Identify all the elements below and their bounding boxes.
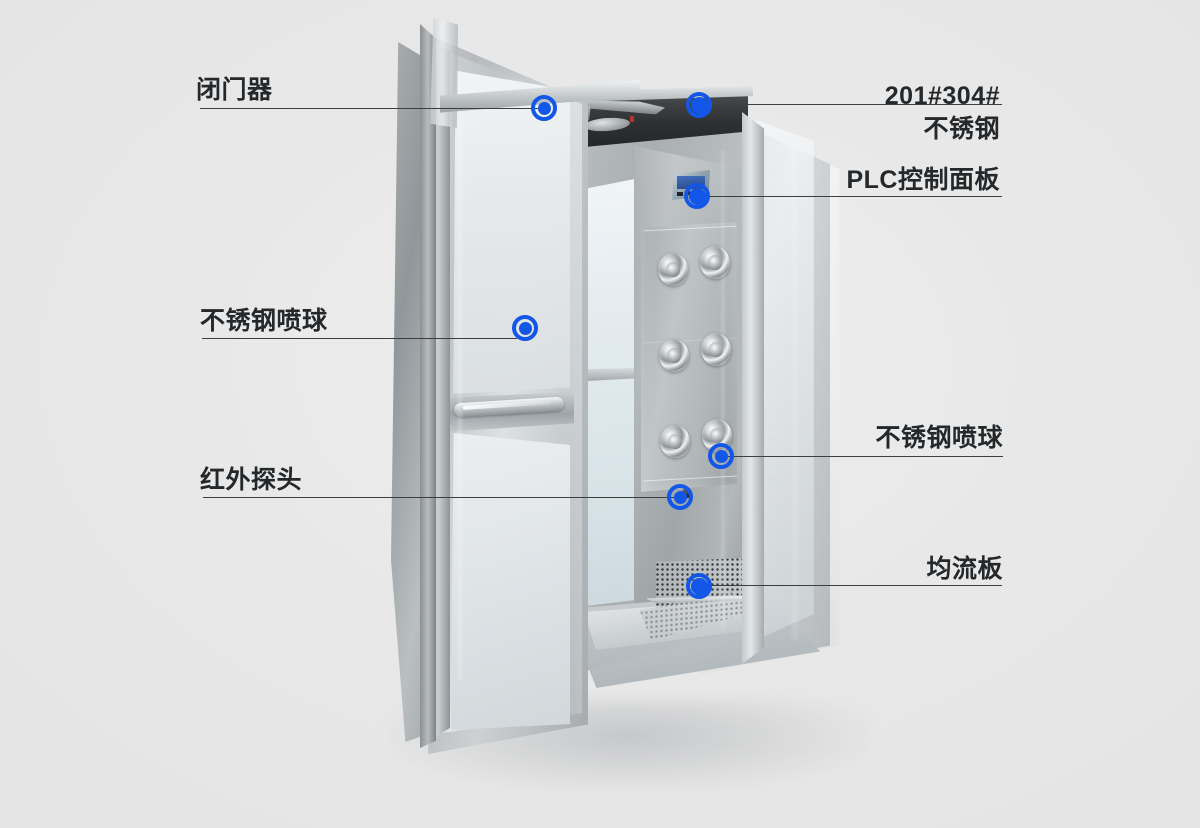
callout-marker-spray-ball-left[interactable] — [512, 315, 538, 341]
callout-marker-flow-plate[interactable] — [686, 573, 712, 599]
leader-line-spray-ball-left — [202, 338, 517, 339]
leader-line-stainless-steel-grade — [706, 104, 1002, 105]
callout-label-infrared-sensor: 红外探头 — [200, 466, 303, 494]
callout-marker-infrared-sensor[interactable] — [667, 484, 693, 510]
callout-label-spray-ball-right: 不锈钢喷球 — [875, 424, 1003, 452]
leader-line-plc-control-panel — [704, 196, 1002, 197]
cabinet-side-glass — [756, 120, 814, 640]
callout-marker-stainless-steel-grade[interactable] — [686, 92, 712, 118]
callout-label-door-closer: 闭门器 — [196, 76, 273, 104]
flow-plate-trim — [646, 596, 752, 603]
door-hinge-edge — [420, 24, 436, 748]
callout-marker-door-closer[interactable] — [531, 95, 557, 121]
callout-label-plc-control-panel: PLC控制面板 — [846, 166, 1000, 194]
leader-line-infrared-sensor — [203, 497, 675, 498]
cabinet-right-post — [742, 112, 764, 664]
callout-label-flow-plate: 均流板 — [926, 555, 1003, 583]
callout-marker-spray-ball-right[interactable] — [708, 443, 734, 469]
callout-label-spray-ball-left: 不锈钢喷球 — [200, 307, 328, 335]
metal-highlight — [456, 120, 464, 680]
leader-line-spray-ball-right — [728, 456, 1003, 457]
metal-highlight — [790, 140, 800, 640]
leader-line-flow-plate — [702, 585, 1002, 586]
plc-button[interactable] — [677, 191, 683, 196]
indicator-light — [630, 116, 634, 122]
door-glass-upper — [453, 70, 570, 394]
callout-label-stainless-steel-grade: 201#304# 不锈钢 — [884, 82, 1000, 143]
door-glass-lower — [451, 433, 570, 730]
metal-highlight — [720, 150, 726, 630]
leader-line-door-closer — [200, 108, 545, 109]
callout-marker-plc-control-panel[interactable] — [684, 183, 710, 209]
